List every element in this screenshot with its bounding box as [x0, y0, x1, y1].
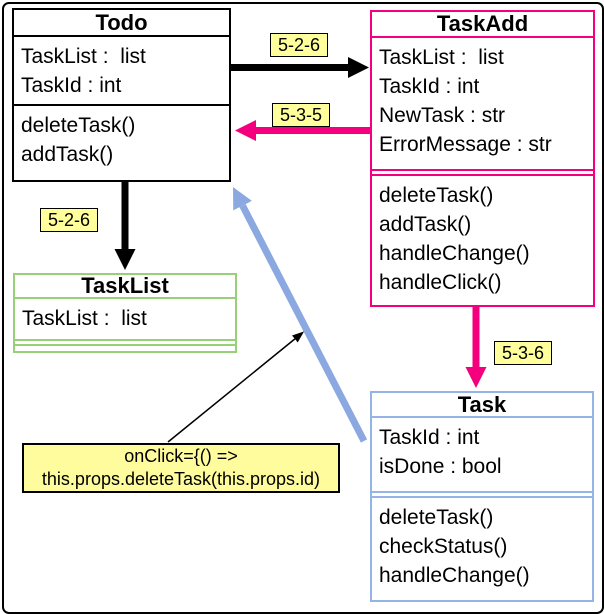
edge-label-taskadd-to-todo[interactable]: 5-3-5: [272, 103, 331, 127]
edge-label-todo-to-tasklist[interactable]: 5-2-6: [40, 208, 99, 232]
method-line: handleChange(): [379, 242, 530, 265]
attribute-line: TaskList : list: [21, 45, 146, 68]
empty-methods-compartment: [15, 346, 235, 351]
method-line: handleClick(): [379, 271, 502, 294]
method-line: addTask(): [379, 213, 472, 236]
attribute-line: NewTask : str: [379, 104, 506, 127]
note-onclick-handler[interactable]: onClick={() => this.props.deleteTask(thi…: [22, 443, 340, 493]
class-box-tasklist[interactable]: TaskList TaskList : list: [13, 273, 237, 353]
task-attributes: TaskId : int isDone : bool: [372, 418, 592, 493]
note-line: onClick={() =>: [124, 446, 238, 466]
attribute-line: isDone : bool: [379, 455, 502, 478]
method-line: deleteTask(): [379, 506, 494, 529]
class-box-todo[interactable]: Todo TaskList : list TaskId : int delete…: [12, 8, 231, 182]
attribute-line: TaskId : int: [379, 75, 480, 98]
attribute-line: TaskId : int: [379, 426, 480, 449]
note-line: this.props.deleteTask(this.props.id): [41, 469, 321, 489]
method-line: checkStatus(): [379, 535, 508, 558]
taskadd-attributes: TaskList : list TaskId : int NewTask : s…: [372, 38, 593, 171]
compartment-divider: [372, 171, 593, 176]
method-line: addTask(): [21, 143, 114, 166]
todo-attributes: TaskList : list TaskId : int: [14, 37, 229, 106]
method-line: deleteTask(): [21, 114, 136, 137]
class-box-taskadd[interactable]: TaskAdd TaskList : list TaskId : int New…: [370, 10, 595, 307]
compartment-divider: [372, 493, 592, 498]
class-title-tasklist: TaskList: [15, 273, 235, 299]
method-line: deleteTask(): [379, 184, 494, 207]
attribute-line: ErrorMessage : str: [379, 133, 552, 156]
edge-label-taskadd-to-task[interactable]: 5-3-6: [494, 341, 553, 365]
class-title-todo: Todo: [14, 10, 229, 37]
attribute-line: TaskId : int: [21, 74, 122, 97]
class-title-task: Task: [372, 392, 592, 418]
tasklist-attributes: TaskList : list: [15, 299, 235, 341]
class-box-task[interactable]: Task TaskId : int isDone : bool deleteTa…: [370, 391, 594, 602]
todo-methods: deleteTask() addTask(): [14, 106, 229, 180]
edge-label-todo-to-taskadd[interactable]: 5-2-6: [270, 33, 329, 57]
task-methods: deleteTask() checkStatus() handleChange(…: [372, 498, 592, 600]
compartment-divider: [15, 341, 235, 346]
class-title-taskadd: TaskAdd: [372, 11, 593, 38]
method-line: handleChange(): [379, 564, 530, 587]
attribute-line: TaskList : list: [379, 46, 504, 69]
attribute-line: TaskList : list: [22, 307, 147, 330]
taskadd-methods: deleteTask() addTask() handleChange() ha…: [372, 176, 593, 305]
